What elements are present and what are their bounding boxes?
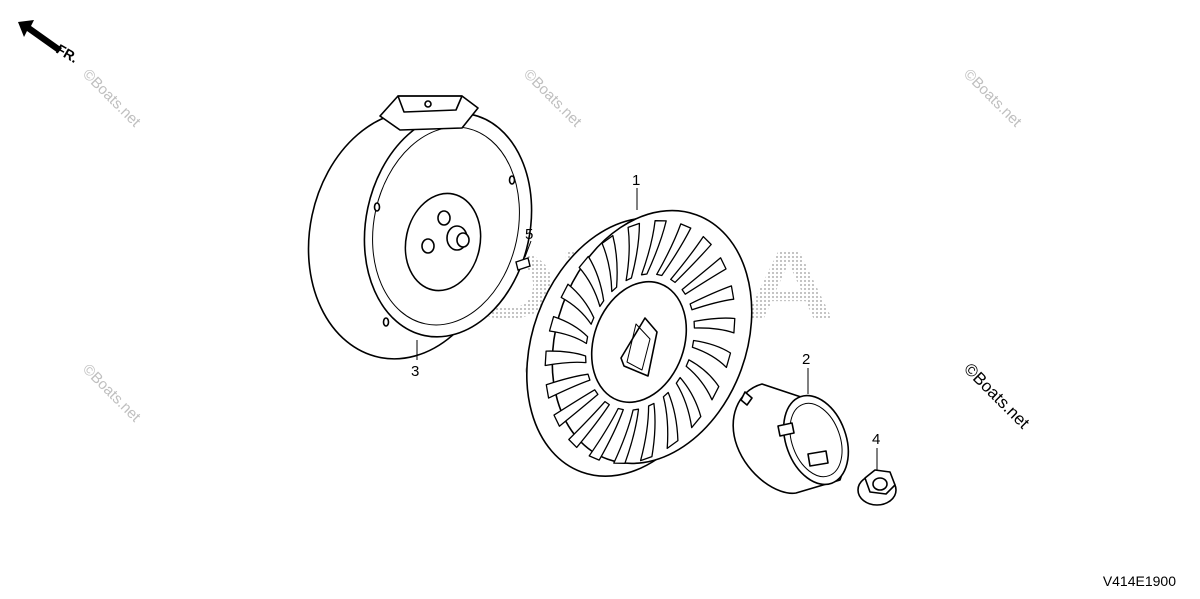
flywheel-part[interactable] (286, 93, 552, 377)
fan-blade (625, 222, 641, 282)
fan-blade (588, 407, 624, 461)
callout-flywheel[interactable]: 3 (411, 363, 419, 380)
cooling-fan-part[interactable] (492, 182, 785, 504)
fan-blade (639, 402, 656, 462)
fan-blade (675, 376, 702, 429)
fan-blade (691, 339, 732, 369)
watermark-mid-right: ©Boats.net (960, 359, 1033, 432)
fan-blade (613, 408, 640, 464)
callout-line-key (524, 240, 532, 258)
fan-blade (560, 283, 595, 325)
flange-nut-part[interactable] (857, 469, 897, 506)
fan-blade (578, 255, 605, 308)
diagram-code: V414E1900 (1102, 573, 1176, 589)
fan-blade (601, 234, 618, 293)
fan-blade (656, 223, 692, 277)
watermark-top-right: ©Boats.net (960, 66, 1025, 131)
callout-fan[interactable]: 1 (632, 172, 640, 189)
fan-blade (662, 391, 679, 450)
fan-blade (553, 389, 599, 427)
callout-key[interactable]: 5 (525, 226, 533, 243)
fan-blade (689, 285, 735, 311)
front-arrow-icon (18, 20, 62, 53)
callout-nut[interactable]: 4 (872, 431, 880, 448)
fan-blade (670, 235, 712, 284)
fan-blade (568, 400, 610, 449)
fan-blades (544, 220, 736, 464)
fan-blade (544, 350, 587, 367)
watermark-top-left: ©Boats.net (79, 66, 144, 131)
callout-pulley[interactable]: 2 (802, 351, 810, 368)
watermark-top-center: ©Boats.net (520, 66, 585, 131)
fan-blade (545, 373, 591, 399)
watermark-mid-left: ©Boats.net (79, 361, 144, 426)
fan-blade (640, 220, 667, 276)
fan-blade (548, 315, 589, 345)
key-part[interactable] (515, 257, 531, 271)
fan-blade (685, 359, 720, 401)
starter-pulley-part[interactable] (732, 383, 860, 495)
fan-blade (693, 317, 736, 334)
front-direction-label: FR. (54, 41, 82, 66)
fan-blade (681, 257, 727, 295)
